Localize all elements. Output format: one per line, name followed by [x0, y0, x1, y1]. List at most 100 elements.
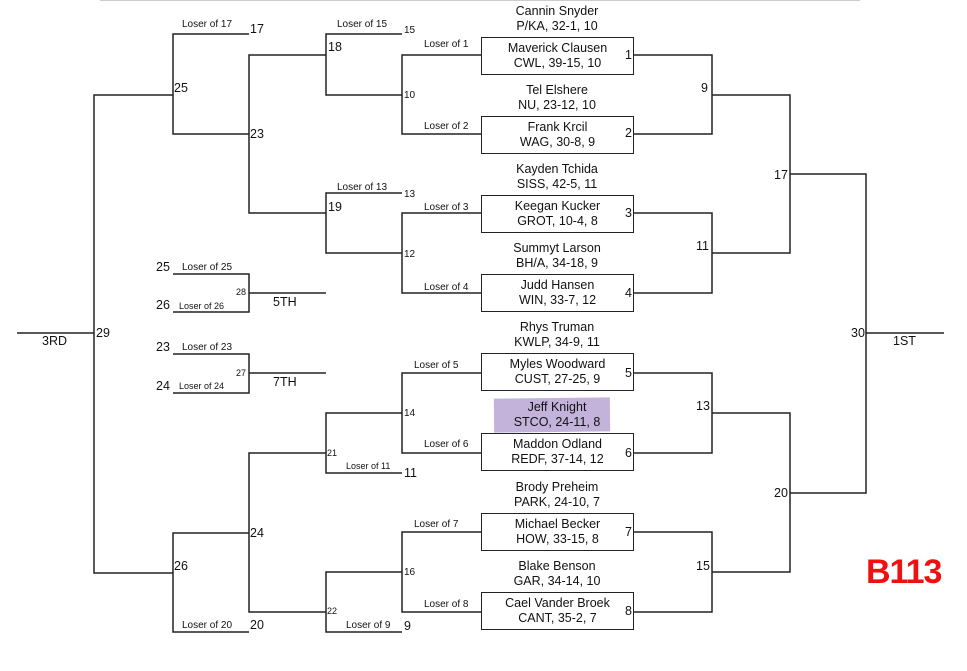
wrestler-name: Cael Vander Broek: [505, 596, 610, 610]
wrestler-name: Keegan Kucker: [514, 199, 601, 213]
wrestler-name: Rhys Truman: [519, 320, 595, 334]
wrestler-info: SISS, 42-5, 11: [516, 177, 598, 191]
loser-label: Loser of 23: [182, 342, 233, 353]
loser-label: Loser of 4: [424, 282, 469, 293]
match-number: 26: [174, 559, 188, 573]
wrestler-info: NU, 23-12, 10: [518, 98, 596, 112]
wrestler-name: Summyt Larson: [513, 241, 601, 255]
match-number: 14: [404, 408, 416, 419]
wrestler-info: STCO, 24-11, 8: [513, 415, 601, 429]
match-number: 30: [851, 326, 865, 340]
match-number: 12: [404, 249, 416, 260]
match-number: 21: [327, 448, 338, 458]
loser-label: Loser of 3: [424, 202, 469, 213]
match-number: 17: [774, 168, 788, 182]
match-number: 13: [696, 399, 710, 413]
wrestler-name: Judd Hansen: [520, 278, 595, 292]
seed-number: 5: [625, 366, 632, 380]
loser-label: Loser of 17: [182, 19, 233, 30]
wrestler-info: REDF, 37-14, 12: [511, 452, 604, 466]
match-number: 28: [236, 287, 247, 297]
place-label-3rd: 3RD: [42, 334, 68, 348]
wrestler-info: HOW, 33-15, 8: [516, 532, 599, 546]
loser-label: Loser of 8: [424, 599, 469, 610]
loser-label: Loser of 24: [179, 381, 225, 391]
loser-label: Loser of 2: [424, 121, 469, 132]
place-label-7th: 7TH: [273, 375, 297, 389]
loser-label: Loser of 20: [182, 620, 233, 631]
bracket-number: 20: [250, 618, 264, 632]
seed-number: 6: [625, 446, 632, 460]
match-number: 25: [174, 81, 188, 95]
place-label-5th: 5TH: [273, 295, 297, 309]
wrestler-name: Myles Woodward: [509, 357, 606, 371]
bracket-number: 26: [156, 298, 170, 312]
seed-number: 4: [625, 286, 632, 300]
wrestler-name: Kayden Tchida: [516, 162, 598, 176]
bracket-number: 24: [156, 379, 170, 393]
loser-label: Loser of 26: [179, 301, 225, 311]
wrestler-info: GAR, 34-14, 10: [513, 574, 601, 588]
wrestler-info: PARK, 24-10, 7: [514, 495, 600, 509]
bracket-number: 17: [250, 22, 264, 36]
bracket-number: 23: [156, 340, 170, 354]
seed-number: 1: [625, 48, 632, 62]
match-number: 20: [774, 486, 788, 500]
seed-number: 3: [625, 206, 632, 220]
loser-label: Loser of 9: [346, 620, 391, 631]
bracket-id: B113: [866, 553, 942, 591]
bracket-number: 9: [404, 619, 411, 633]
wrestler-name: Tel Elshere: [526, 83, 588, 97]
wrestler-name: Brody Preheim: [515, 480, 599, 494]
wrestler-info: CANT, 35-2, 7: [518, 611, 597, 625]
loser-label: Loser of 25: [182, 262, 233, 273]
match-number: 29: [96, 326, 110, 340]
bracket-number: 13: [404, 189, 416, 200]
loser-label: Loser of 11: [346, 461, 391, 471]
match-number: 24: [250, 526, 264, 540]
wrestler-name: Cannin Snyder: [515, 4, 599, 18]
wrestler-name: Maverick Clausen: [507, 41, 608, 55]
wrestler-info: P/KA, 32-1, 10: [516, 19, 598, 33]
wrestler-info: CUST, 27-25, 9: [514, 372, 601, 386]
match-number: 22: [327, 606, 338, 616]
bracket-number: 15: [404, 25, 416, 36]
wrestler-info: BH/A, 34-18, 9: [516, 256, 598, 270]
match-number: 9: [701, 81, 708, 95]
wrestler-name: Maddon Odland: [513, 437, 602, 451]
loser-label: Loser of 7: [414, 519, 459, 530]
wrestler-info: WIN, 33-7, 12: [518, 293, 597, 307]
wrestler-name: Blake Benson: [518, 559, 596, 573]
loser-label: Loser of 15: [337, 19, 388, 30]
match-number: 11: [696, 239, 709, 253]
match-number: 10: [404, 90, 416, 101]
match-number: 18: [328, 40, 342, 54]
match-number: 19: [328, 200, 342, 214]
match-number: 15: [696, 559, 710, 573]
loser-label: Loser of 6: [424, 439, 469, 450]
bracket-number: 25: [156, 260, 170, 274]
bracket-number: 11: [404, 466, 417, 480]
match-number: 16: [404, 567, 416, 578]
wrestler-info: CWL, 39-15, 10: [513, 56, 602, 70]
place-label-1st: 1ST: [893, 334, 916, 348]
wrestler-name: Jeff Knight: [527, 400, 587, 414]
match-number: 23: [250, 127, 264, 141]
seed-number: 7: [625, 525, 632, 539]
wrestler-name: Michael Becker: [514, 517, 601, 531]
match-number: 27: [236, 368, 247, 378]
